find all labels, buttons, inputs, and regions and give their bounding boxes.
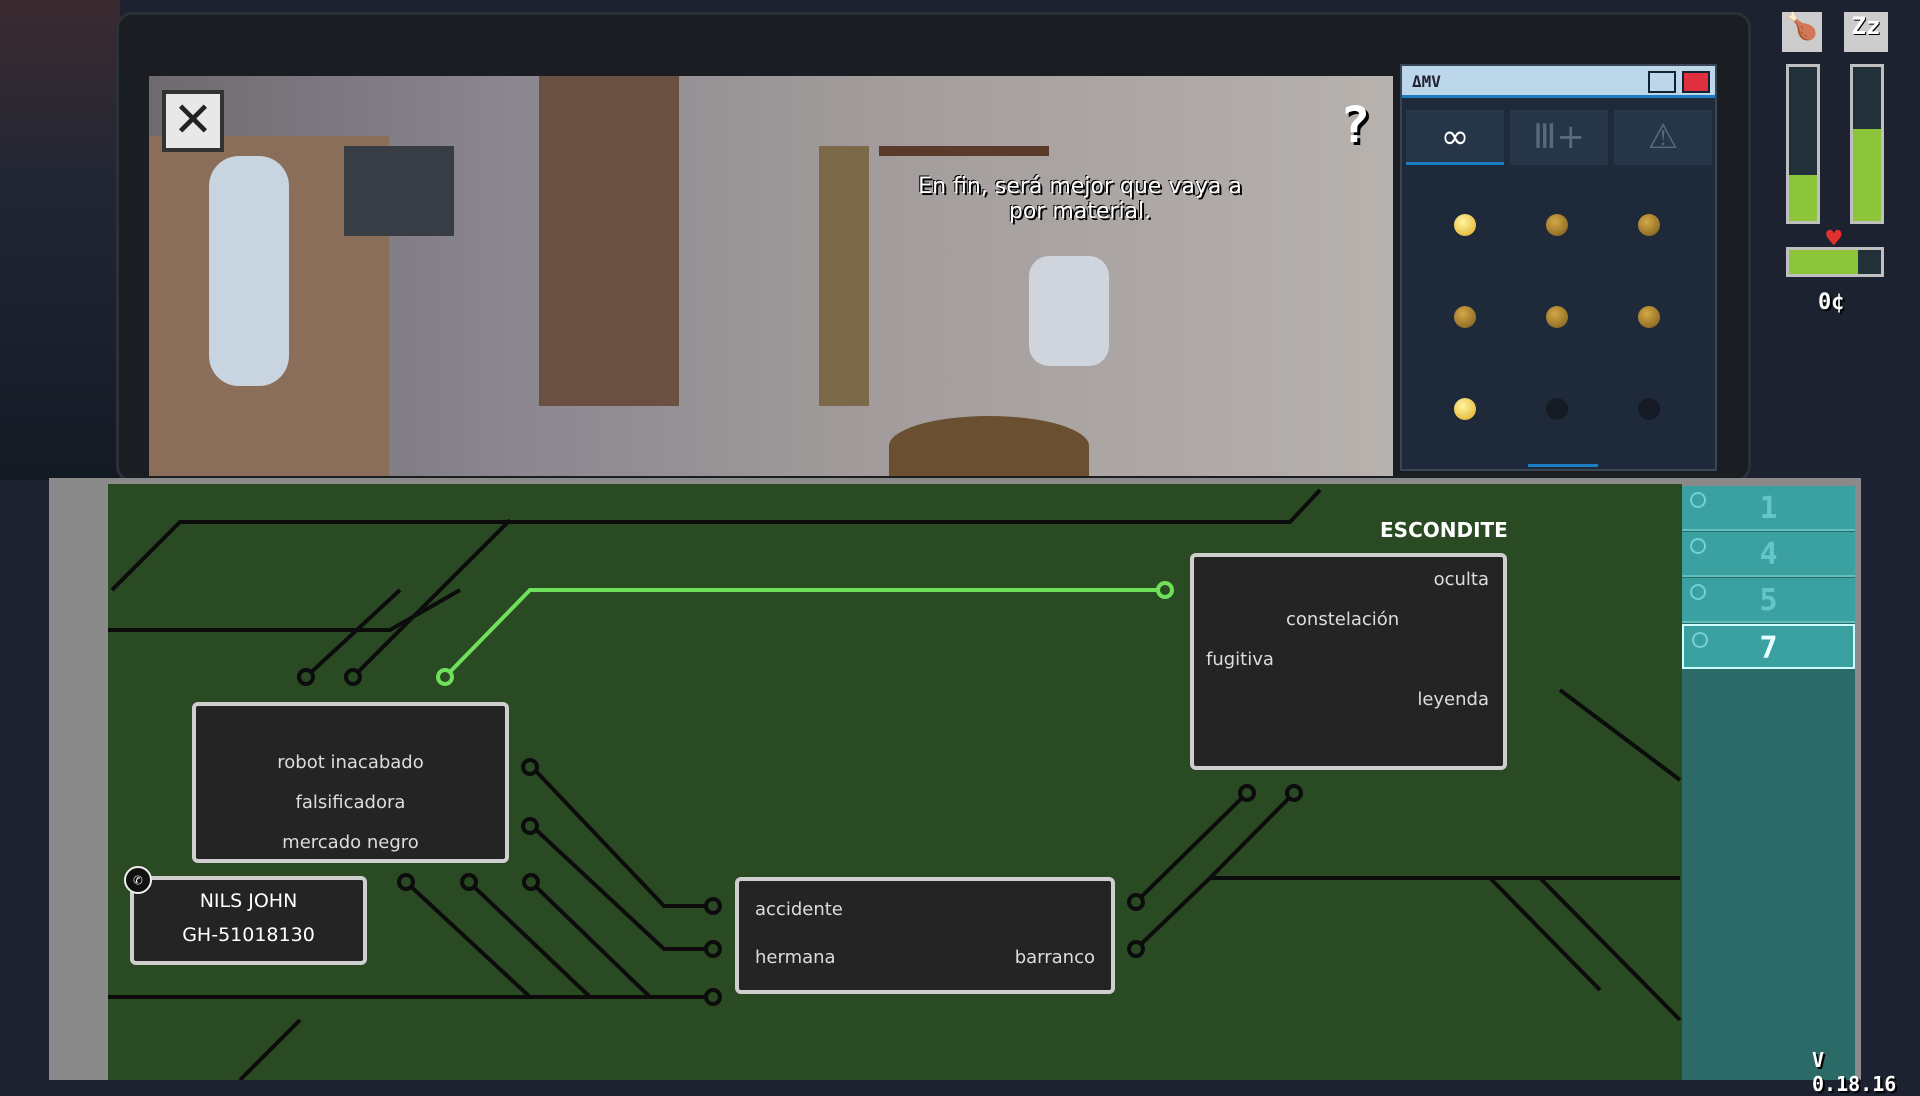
city-background bbox=[0, 0, 120, 480]
case-number: 4 bbox=[1759, 537, 1778, 572]
health-fill bbox=[1789, 250, 1858, 274]
robot-part[interactable] bbox=[1029, 256, 1109, 366]
word-chip[interactable]: robot inacabado bbox=[277, 752, 424, 773]
tab-inventory-add-icon[interactable]: Ⅲ+ bbox=[1510, 110, 1608, 165]
case-list-item[interactable]: 5 bbox=[1682, 578, 1855, 623]
active-connection bbox=[443, 588, 1165, 679]
health-bar bbox=[1786, 247, 1884, 277]
word-chip[interactable]: barranco bbox=[1014, 947, 1095, 968]
word-chip[interactable]: falsificadora bbox=[295, 792, 406, 813]
escondite-card: oculta constelación fugitiva leyenda bbox=[1190, 553, 1507, 770]
phone-icon[interactable]: ✆ bbox=[124, 866, 152, 894]
tab-binoculars-icon[interactable]: ∞ bbox=[1406, 110, 1504, 165]
accident-card: accidente hermana barranco bbox=[735, 877, 1115, 994]
shelf bbox=[879, 146, 1049, 156]
progress-dot-dim bbox=[1546, 214, 1568, 236]
skeleton-robot[interactable] bbox=[209, 156, 289, 386]
game-scene[interactable] bbox=[149, 76, 1393, 476]
close-x-icon[interactable]: ✕ bbox=[162, 90, 224, 152]
contact-name: NILS JOHN bbox=[199, 890, 298, 912]
contact-number: GH-51018130 bbox=[182, 924, 315, 946]
progress-dot-dark bbox=[1638, 398, 1660, 420]
progress-dot-dim bbox=[1454, 306, 1476, 328]
door[interactable] bbox=[539, 76, 679, 406]
character bbox=[819, 146, 869, 406]
word-chip[interactable]: leyenda bbox=[1417, 689, 1489, 710]
progress-dot-dim bbox=[1638, 306, 1660, 328]
case-list: 1 4 5 7 bbox=[1682, 486, 1855, 1080]
ring-icon bbox=[1690, 538, 1706, 554]
sleep-bar bbox=[1850, 64, 1884, 224]
sleep-fill bbox=[1853, 128, 1881, 221]
tab-warning-icon[interactable]: ⚠ bbox=[1614, 110, 1712, 165]
case-number: 1 bbox=[1759, 491, 1778, 526]
word-chip[interactable]: mercado negro bbox=[282, 832, 419, 853]
heart-icon: ♥ bbox=[1826, 224, 1842, 254]
dialogue-text: En fin, será mejor que vaya a por materi… bbox=[918, 174, 1242, 224]
progress-dot-dim bbox=[1638, 214, 1660, 236]
ring-icon bbox=[1690, 584, 1706, 600]
progress-dot-bright bbox=[1454, 214, 1476, 236]
pda-panel: ΔMV ∞ Ⅲ+ ⚠ bbox=[1400, 64, 1717, 471]
monitor[interactable] bbox=[344, 146, 454, 236]
minimize-button[interactable] bbox=[1648, 71, 1676, 93]
word-chip[interactable]: accidente bbox=[755, 899, 843, 920]
money-display: 0¢ bbox=[1818, 290, 1845, 315]
rubble bbox=[889, 416, 1089, 476]
scroll-indicator bbox=[1528, 464, 1598, 467]
hunger-fill bbox=[1789, 174, 1817, 221]
pda-title: ΔMV bbox=[1412, 72, 1441, 91]
word-chip[interactable]: constelación bbox=[1286, 609, 1400, 630]
progress-dot-dim bbox=[1546, 306, 1568, 328]
status-meters: 🍗 Zz ♥ bbox=[1782, 12, 1898, 277]
food-icon: 🍗 bbox=[1782, 12, 1822, 52]
category-label: ESCONDITE bbox=[1380, 518, 1508, 542]
word-chip[interactable]: hermana bbox=[755, 947, 836, 968]
ring-icon bbox=[1692, 632, 1708, 648]
case-number: 5 bbox=[1759, 583, 1778, 618]
robot-card: robot inacabado falsificadora mercado ne… bbox=[192, 702, 509, 863]
ring-icon bbox=[1690, 492, 1706, 508]
case-list-item[interactable]: 4 bbox=[1682, 532, 1855, 577]
progress-dot-dark bbox=[1546, 398, 1568, 420]
contact-card[interactable]: NILS JOHN GH-51018130 bbox=[130, 876, 367, 965]
progress-dot-bright bbox=[1454, 398, 1476, 420]
case-list-item[interactable]: 7 bbox=[1682, 624, 1855, 669]
case-number: 7 bbox=[1759, 631, 1778, 666]
sleep-icon: Zz bbox=[1844, 12, 1888, 52]
word-chip[interactable]: fugitiva bbox=[1206, 649, 1274, 670]
close-button[interactable] bbox=[1682, 71, 1710, 93]
case-list-item[interactable]: 1 bbox=[1682, 486, 1855, 531]
version-label: V 0.18.16 bbox=[1812, 1048, 1897, 1096]
hunger-bar bbox=[1786, 64, 1820, 224]
word-chip[interactable]: oculta bbox=[1433, 569, 1489, 590]
hint-button[interactable]: ? bbox=[1340, 96, 1371, 154]
